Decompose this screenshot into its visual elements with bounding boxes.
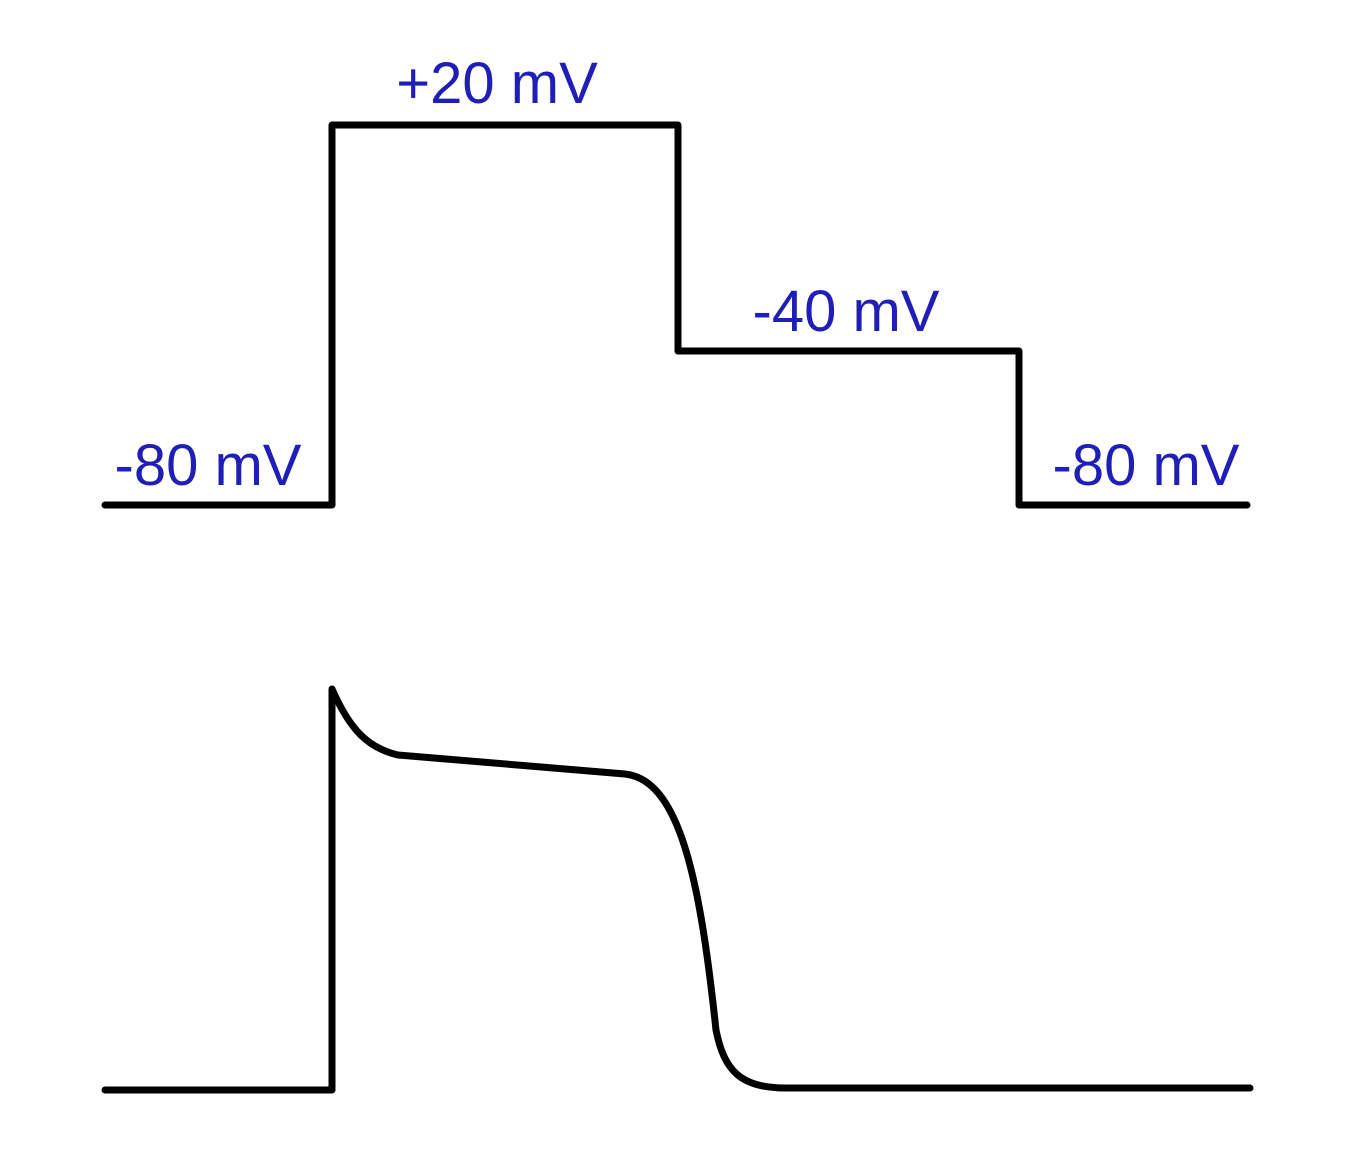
return-potential-label: -80 mV bbox=[1053, 433, 1240, 498]
response-trace bbox=[101, 685, 1254, 1094]
depolarizing-step-label: +20 mV bbox=[396, 51, 598, 116]
voltage-step-protocol-trace bbox=[101, 121, 1251, 509]
intermediate-step-label: -40 mV bbox=[753, 279, 940, 344]
holding-potential-label: -80 mV bbox=[115, 433, 302, 498]
